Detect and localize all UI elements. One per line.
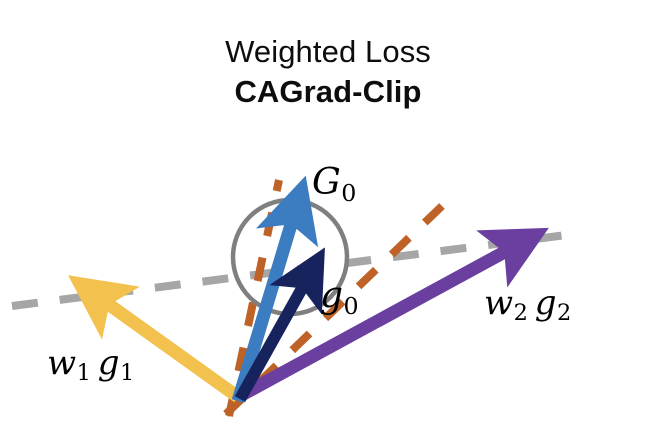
arrow-w2g2 xyxy=(234,227,549,403)
arrow-w1g1 xyxy=(68,275,242,403)
arrow-g0 xyxy=(234,247,325,402)
